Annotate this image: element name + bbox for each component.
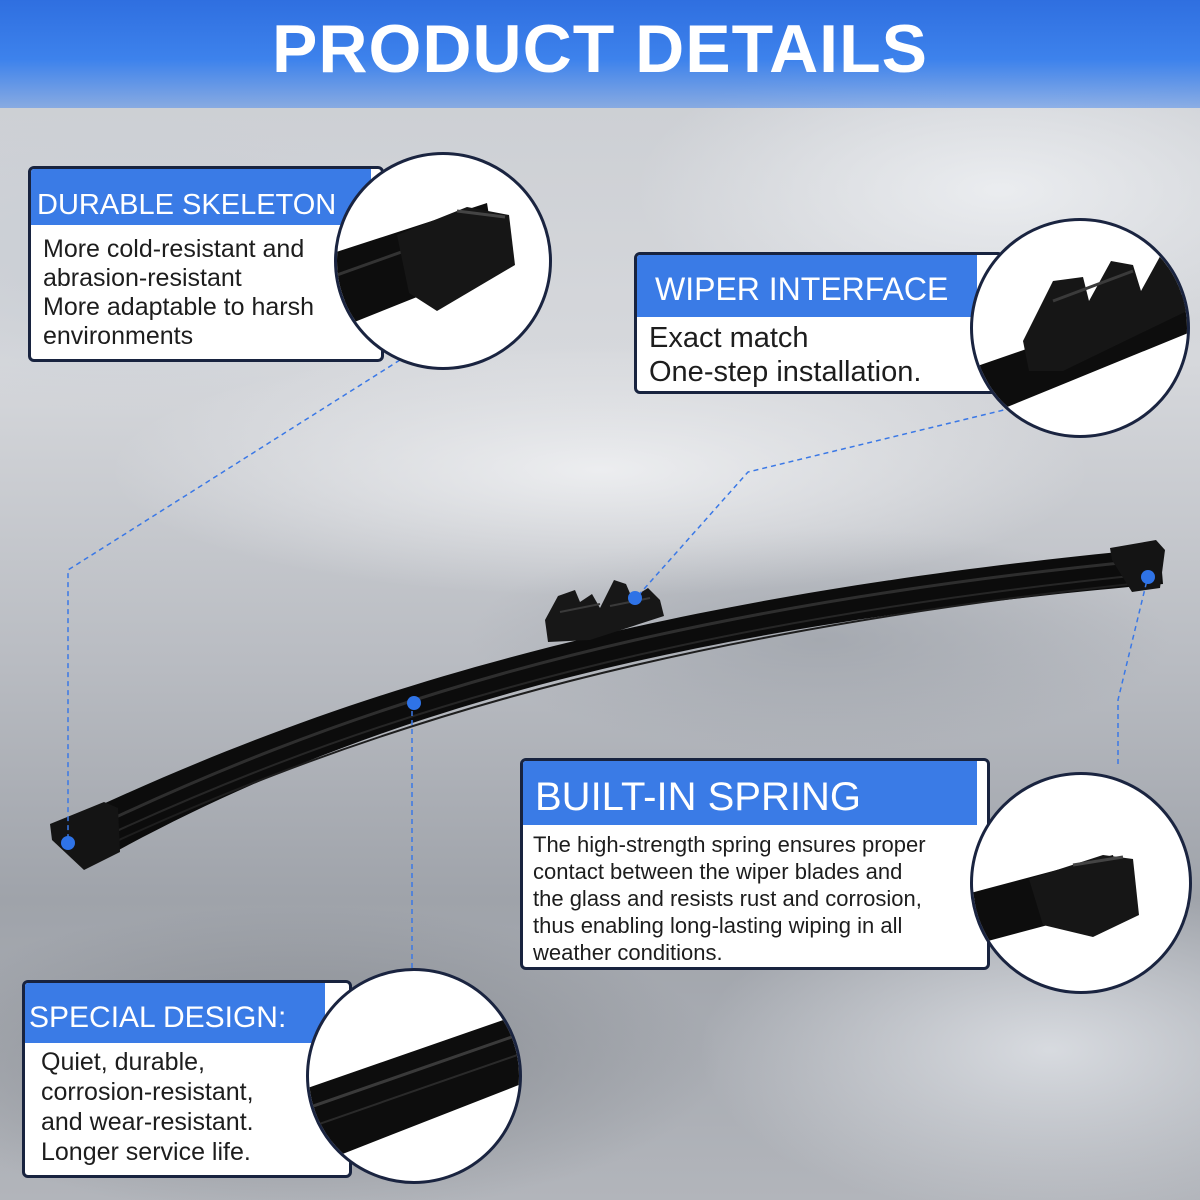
body-line: abrasion-resistant bbox=[43, 264, 242, 292]
marker-dot-right-end bbox=[1141, 570, 1155, 584]
wiper-blade bbox=[56, 548, 1163, 868]
marker-dot-middle bbox=[407, 696, 421, 710]
callout-special-design: SPECIAL DESIGN: Quiet, durable, corrosio… bbox=[22, 980, 352, 1178]
callout-built-in-spring: BUILT-IN SPRING The high-strength spring… bbox=[520, 758, 990, 970]
marker-dot-left-end bbox=[61, 836, 75, 850]
spring-end-closeup-icon bbox=[973, 855, 1139, 945]
body-line: weather conditions. bbox=[533, 940, 723, 965]
end-cap-closeup-icon bbox=[337, 203, 515, 325]
body-line: More adaptable to harsh bbox=[43, 293, 315, 321]
body-line: Quiet, durable, bbox=[41, 1048, 205, 1076]
body-line: contact between the wiper blades and bbox=[533, 859, 903, 884]
body-line: and wear-resistant. bbox=[41, 1108, 254, 1136]
closeup-rubber-strip-circle bbox=[306, 968, 522, 1184]
body-line: corrosion-resistant, bbox=[41, 1078, 254, 1106]
leader-line-interface bbox=[635, 407, 1013, 599]
closeup-connector-circle bbox=[970, 218, 1190, 438]
body-line: Longer service life. bbox=[41, 1138, 251, 1166]
connector-closeup-icon bbox=[973, 251, 1187, 421]
callout-body: The high-strength spring ensures proper … bbox=[533, 831, 926, 966]
body-line: environments bbox=[43, 322, 194, 350]
leader-line-durable bbox=[67, 359, 401, 842]
body-line: The high-strength spring ensures proper bbox=[533, 832, 926, 857]
callout-body: Quiet, durable, corrosion-resistant, and… bbox=[41, 1047, 254, 1167]
body-line: the glass and resists rust and corrosion… bbox=[533, 886, 922, 911]
body-line: thus enabling long-lasting wiping in all bbox=[533, 913, 903, 938]
callout-title: SPECIAL DESIGN: bbox=[25, 983, 325, 1043]
callout-wiper-interface: WIPER INTERFACE Exact match One-step ins… bbox=[634, 252, 1004, 394]
callout-title: DURABLE SKELETON bbox=[31, 169, 371, 225]
rubber-strip-closeup-icon bbox=[309, 1014, 519, 1168]
closeup-end-cap-circle bbox=[334, 152, 552, 370]
callout-title: BUILT-IN SPRING bbox=[523, 761, 977, 825]
callout-durable-skeleton: DURABLE SKELETON More cold-resistant and… bbox=[28, 166, 384, 362]
callout-body: More cold-resistant and abrasion-resista… bbox=[43, 235, 314, 351]
callout-body: Exact match One-step installation. bbox=[649, 321, 921, 389]
page-title: PRODUCT DETAILS bbox=[272, 11, 928, 87]
closeup-spring-end-circle bbox=[970, 772, 1192, 994]
body-line: Exact match bbox=[649, 322, 809, 354]
callout-title: WIPER INTERFACE bbox=[637, 255, 977, 317]
body-line: One-step installation. bbox=[649, 356, 922, 388]
leader-line-spring bbox=[1117, 575, 1149, 764]
header-banner: PRODUCT DETAILS bbox=[0, 0, 1200, 108]
marker-dot-connector bbox=[628, 591, 642, 605]
body-line: More cold-resistant and bbox=[43, 235, 305, 263]
